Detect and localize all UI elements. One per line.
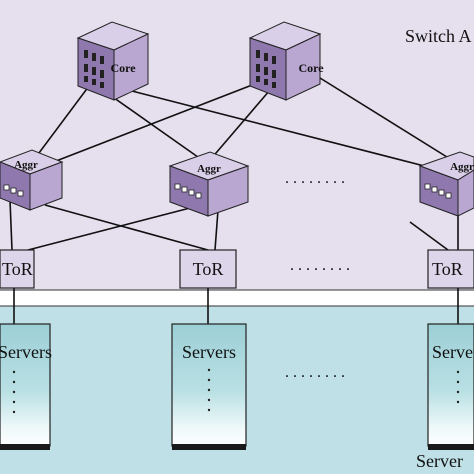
switch-area-panel (0, 0, 474, 290)
server-rack-1: Servers (0, 323, 52, 450)
area-separator (0, 290, 474, 306)
aggr-3-label: Aggr (450, 161, 474, 173)
tor-switch-2: ToR (179, 249, 237, 289)
aggr-ellipsis: . . . . . . . . (285, 170, 345, 187)
aggr-switch-2: Aggr (168, 151, 250, 217)
servers-ellipsis: . . . . . . . . (285, 364, 345, 381)
aggr-tor-links (9, 199, 459, 251)
server-rack-2: Servers (171, 323, 247, 450)
tor-ellipsis: . . . . . . . . (290, 257, 350, 274)
aggr-switch-1: Aggr (0, 149, 64, 211)
tor-2-label: ToR (193, 259, 224, 279)
servers-3-label: Servers (432, 342, 474, 362)
server-area-label: Server (416, 451, 463, 471)
core-2-label: Core (298, 61, 324, 75)
tor-switch-3: ToR (427, 249, 474, 289)
server-rack-3: Servers (427, 323, 474, 450)
tor-switch-1: ToR (0, 249, 35, 289)
core-aggr-links (29, 77, 456, 171)
core-1-label: Core (110, 61, 136, 75)
aggr-switch-3: Aggr (418, 151, 474, 217)
core-switch-2: Core (248, 21, 324, 101)
core-switch-1: Core (76, 21, 150, 101)
servers-1-label: Servers (0, 342, 52, 362)
switch-area-label: Switch A (405, 26, 472, 46)
aggr-2-label: Aggr (197, 163, 221, 175)
tor-3-label: ToR (432, 259, 463, 279)
servers-2-label: Servers (182, 342, 236, 362)
tor-1-label: ToR (2, 259, 33, 279)
tor-server-links (13, 288, 459, 324)
aggr-1-label: Aggr (14, 159, 38, 171)
